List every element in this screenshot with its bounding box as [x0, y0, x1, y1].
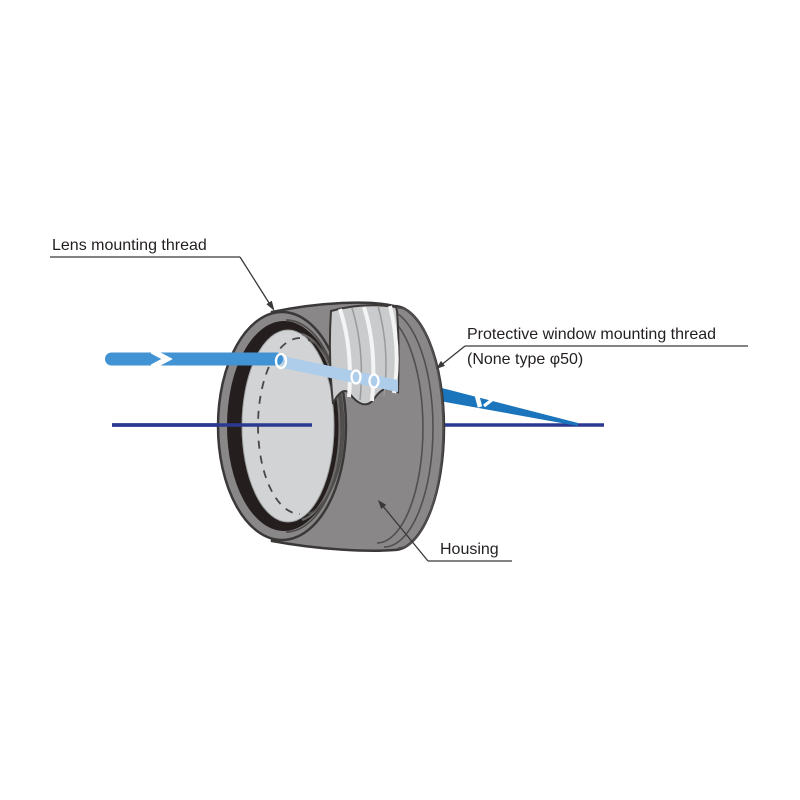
leader-arrowhead-icon: [436, 360, 445, 369]
callout-housing: Housing: [378, 500, 512, 562]
exit-beam-chevron-icon: [481, 390, 496, 408]
entry-beam: [105, 348, 283, 370]
rear-ring-joint-arc: [397, 307, 444, 549]
window-thread-label-line2: (None type φ50): [467, 351, 583, 368]
lens-thread-label: Lens mounting thread: [52, 237, 207, 254]
entry-beam-band: [105, 352, 283, 366]
exit-beam-dash-gap: [472, 387, 483, 408]
exit-beam-wedge: [434, 386, 578, 426]
beam-direction-chevron-icon: [150, 348, 173, 370]
housing-label: Housing: [440, 541, 499, 558]
housing-leader-line: [381, 504, 429, 562]
lens-thread-leader-line: [239, 256, 272, 307]
leader-arrowhead-icon: [378, 500, 387, 509]
callout-lens-thread: Lens mounting thread: [50, 237, 275, 311]
refraction-marker: [274, 352, 288, 370]
lens-element-edge: [351, 307, 363, 401]
window-thread-leader-line: [439, 345, 466, 367]
leader-arrowhead-icon: [266, 300, 275, 311]
inner-barrel-band: [307, 339, 345, 515]
callout-window-thread: Protective window mounting thread (None …: [436, 326, 748, 369]
refraction-marker: [368, 373, 380, 389]
exit-beam: [434, 386, 578, 426]
lens-element-highlight: [362, 306, 376, 402]
window-thread-label-line1: Protective window mounting thread: [467, 326, 716, 343]
lens-element-highlight: [338, 308, 352, 398]
refraction-marker: [350, 369, 362, 385]
